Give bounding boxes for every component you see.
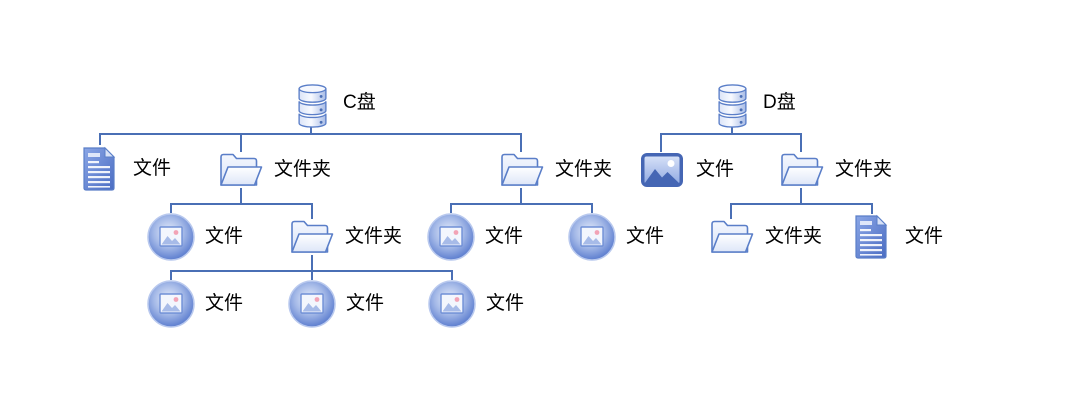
node-label: 文件 <box>133 158 172 179</box>
database-icon <box>717 84 748 128</box>
node-label: C盘 <box>343 92 376 113</box>
node-label: 文件 <box>626 226 665 247</box>
node-label: 文件夹 <box>765 226 823 247</box>
node-label: 文件 <box>905 226 944 247</box>
image-icon <box>288 280 336 328</box>
node-label: 文件 <box>485 226 524 247</box>
image-icon <box>147 280 195 328</box>
database-icon <box>297 84 328 128</box>
folder-icon <box>219 152 263 188</box>
node-label: 文件 <box>205 226 244 247</box>
document-icon <box>80 146 118 192</box>
picture-icon <box>640 152 684 188</box>
node-label: 文件夹 <box>835 159 893 180</box>
image-icon <box>427 213 475 261</box>
node-label: 文件 <box>346 293 385 314</box>
node-label: 文件夹 <box>345 226 403 247</box>
node-label: 文件 <box>696 159 735 180</box>
folder-icon <box>780 152 824 188</box>
node-label: D盘 <box>763 92 796 113</box>
node-label: 文件 <box>486 293 525 314</box>
node-label: 文件夹 <box>274 159 332 180</box>
node-label: 文件 <box>205 293 244 314</box>
document-icon <box>852 214 890 260</box>
node-label: 文件夹 <box>555 159 613 180</box>
folder-icon <box>290 219 334 255</box>
folder-icon <box>710 219 754 255</box>
image-icon <box>428 280 476 328</box>
image-icon <box>147 213 195 261</box>
folder-icon <box>500 152 544 188</box>
image-icon <box>568 213 616 261</box>
